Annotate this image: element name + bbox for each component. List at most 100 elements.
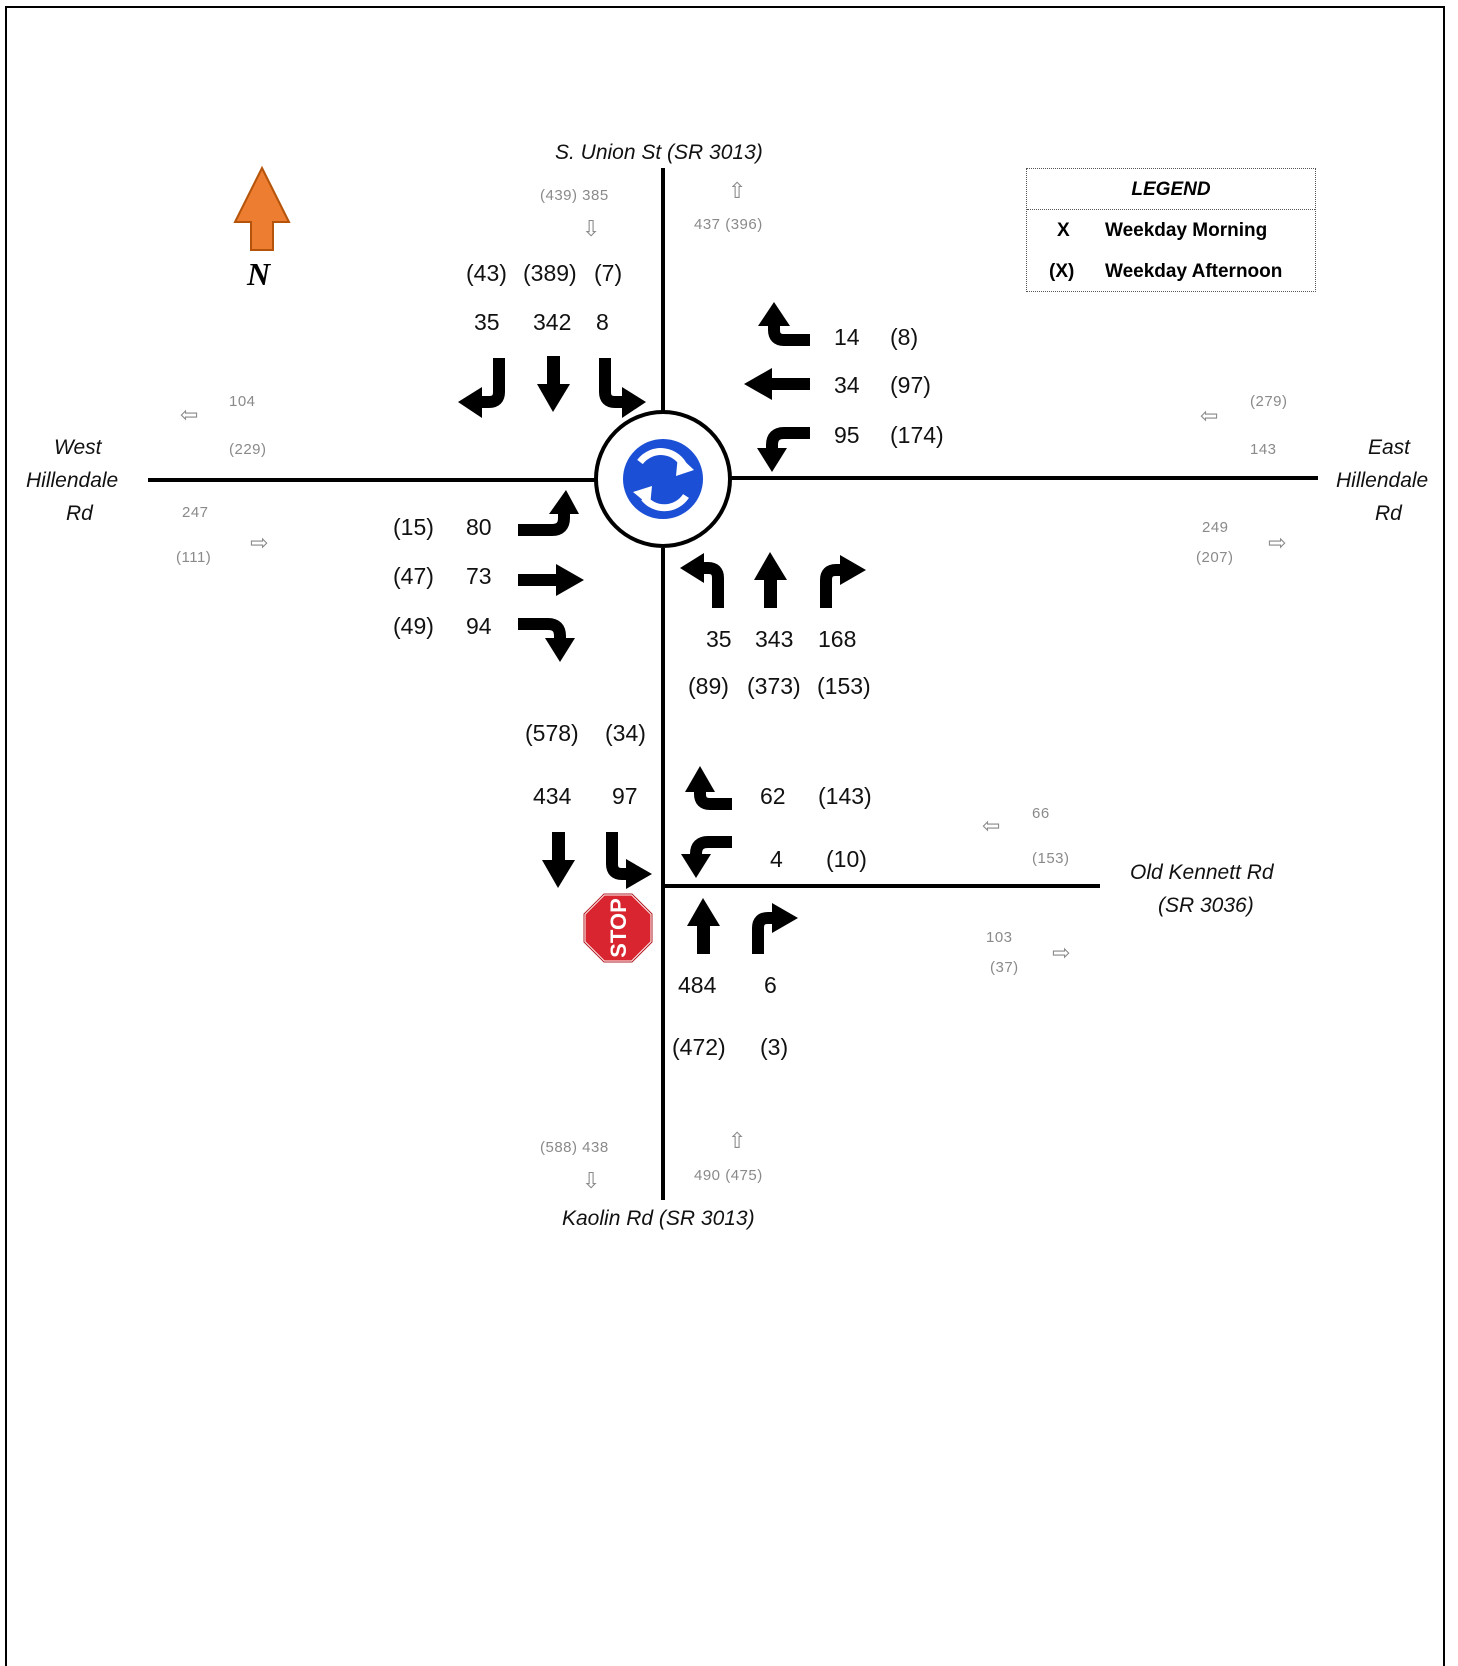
up-arrow-icon: ⇧ bbox=[728, 1128, 747, 1153]
link-kennett-in-am: 103 bbox=[986, 929, 1013, 946]
sb-left-pm: (43) bbox=[466, 260, 507, 286]
sb-left-arrow-icon bbox=[458, 358, 505, 418]
road-label-north: S. Union St (SR 3013) bbox=[555, 141, 763, 164]
wb-through-am: 34 bbox=[834, 372, 860, 398]
nb-left-am: 35 bbox=[706, 626, 732, 652]
eb-left-arrow-icon bbox=[518, 490, 579, 536]
link-kennett-in-pm: (37) bbox=[990, 959, 1019, 976]
left-arrow-icon: ⇦ bbox=[1200, 403, 1219, 428]
nb-stop-through-arrow-icon bbox=[687, 898, 720, 954]
link-south-in: (588) 438 bbox=[540, 1139, 609, 1156]
sb-through-am: 342 bbox=[533, 309, 572, 335]
nb-stop-through-am: 484 bbox=[678, 972, 717, 998]
wb-left-arrow-icon bbox=[757, 427, 810, 472]
eb-through-arrow-icon bbox=[518, 564, 584, 596]
kennett-right-am: 62 bbox=[760, 783, 786, 809]
wb-through-pm: (97) bbox=[890, 372, 931, 398]
road-label-east-1: East bbox=[1368, 436, 1411, 459]
nb-right-am: 168 bbox=[818, 626, 857, 652]
sb-stop-left-am: 97 bbox=[612, 783, 638, 809]
up-arrow-icon: ⇧ bbox=[728, 178, 747, 203]
road-label-west-2: Hillendale bbox=[26, 469, 119, 492]
link-east-out-pm: (279) bbox=[1250, 393, 1288, 410]
north-arrow-icon bbox=[233, 165, 291, 251]
kennett-left-am: 4 bbox=[770, 846, 783, 872]
sb-through-arrow-icon bbox=[537, 356, 570, 412]
wb-right-am: 14 bbox=[834, 324, 860, 350]
nb-left-pm: (89) bbox=[688, 673, 729, 699]
kennett-left-arrow-icon bbox=[681, 836, 732, 878]
nb-left-arrow-icon bbox=[680, 553, 724, 608]
kennett-left-pm: (10) bbox=[826, 846, 867, 872]
nb-through-pm: (373) bbox=[747, 673, 801, 699]
sb-through-pm: (389) bbox=[523, 260, 577, 286]
nb-stop-right-arrow-icon bbox=[752, 903, 798, 954]
north-label: N bbox=[247, 256, 271, 292]
wb-through-arrow-icon bbox=[744, 368, 810, 400]
nb-right-pm: (153) bbox=[817, 673, 871, 699]
sb-stop-left-arrow-icon bbox=[606, 832, 652, 889]
down-arrow-icon: ⇩ bbox=[582, 1168, 601, 1193]
kennett-right-arrow-icon bbox=[685, 766, 732, 810]
sb-stop-through-pm: (578) bbox=[525, 720, 579, 746]
right-arrow-icon: ⇨ bbox=[250, 530, 269, 555]
link-west-out-am: 104 bbox=[229, 393, 256, 410]
link-east-out-am: 143 bbox=[1250, 441, 1277, 458]
road-label-south: Kaolin Rd (SR 3013) bbox=[562, 1207, 755, 1230]
down-arrow-icon: ⇩ bbox=[582, 216, 601, 241]
nb-stop-through-pm: (472) bbox=[672, 1034, 726, 1060]
sb-right-am: 8 bbox=[596, 309, 609, 335]
stop-sign-text: STOP bbox=[606, 898, 631, 958]
link-west-out-pm: (229) bbox=[229, 441, 267, 458]
wb-left-pm: (174) bbox=[890, 422, 944, 448]
eb-right-am: 94 bbox=[466, 613, 492, 639]
eb-through-pm: (47) bbox=[393, 563, 434, 589]
nb-through-arrow-icon bbox=[754, 552, 787, 608]
wb-right-arrow-icon bbox=[758, 302, 810, 346]
eb-through-am: 73 bbox=[466, 563, 492, 589]
left-arrow-icon: ⇦ bbox=[180, 402, 199, 427]
nb-stop-right-pm: (3) bbox=[760, 1034, 789, 1060]
nb-stop-right-am: 6 bbox=[764, 972, 777, 998]
legend: LEGEND X Weekday Morning (X) Weekday Aft… bbox=[1026, 168, 1316, 292]
road-label-west-1: West bbox=[54, 436, 102, 459]
nb-through-am: 343 bbox=[755, 626, 794, 652]
link-west-in-am: 247 bbox=[182, 504, 209, 521]
roundabout-icon bbox=[594, 410, 732, 548]
legend-symbol-pm: (X) bbox=[1049, 261, 1075, 282]
road-label-east-3: Rd bbox=[1375, 502, 1402, 525]
kennett-right-pm: (143) bbox=[818, 783, 872, 809]
nb-right-arrow-icon bbox=[820, 555, 866, 608]
link-east-in-am: 249 bbox=[1202, 519, 1229, 536]
eb-left-pm: (15) bbox=[393, 514, 434, 540]
link-south-out: 490 (475) bbox=[694, 1167, 763, 1184]
link-kennett-out-am: 66 bbox=[1032, 805, 1050, 822]
legend-title: LEGEND bbox=[1131, 179, 1211, 200]
legend-symbol-am: X bbox=[1057, 220, 1070, 241]
stop-sign-icon: STOP bbox=[582, 892, 654, 964]
sb-right-pm: (7) bbox=[594, 260, 623, 286]
left-arrow-icon: ⇦ bbox=[982, 813, 1001, 838]
sb-right-arrow-icon bbox=[599, 358, 646, 418]
right-arrow-icon: ⇨ bbox=[1268, 530, 1287, 555]
link-east-in-pm: (207) bbox=[1196, 549, 1234, 566]
road-label-west-3: Rd bbox=[66, 502, 93, 525]
eb-right-arrow-icon bbox=[518, 618, 575, 662]
sb-stop-through-am: 434 bbox=[533, 783, 572, 809]
legend-label-pm: Weekday Afternoon bbox=[1105, 261, 1283, 282]
right-arrow-icon: ⇨ bbox=[1052, 940, 1071, 965]
link-west-in-pm: (111) bbox=[176, 549, 212, 566]
link-kennett-out-pm: (153) bbox=[1032, 850, 1070, 867]
sb-stop-through-arrow-icon bbox=[542, 832, 575, 888]
wb-right-pm: (8) bbox=[890, 324, 919, 350]
sb-left-am: 35 bbox=[474, 309, 500, 335]
page-frame bbox=[5, 6, 1445, 1666]
link-north-out: 437 (396) bbox=[694, 216, 763, 233]
eb-right-pm: (49) bbox=[393, 613, 434, 639]
road-label-kennett-2: (SR 3036) bbox=[1158, 894, 1254, 917]
legend-label-am: Weekday Morning bbox=[1105, 220, 1268, 241]
eb-left-am: 80 bbox=[466, 514, 492, 540]
wb-left-am: 95 bbox=[834, 422, 860, 448]
road-label-kennett-1: Old Kennett Rd bbox=[1130, 861, 1274, 884]
